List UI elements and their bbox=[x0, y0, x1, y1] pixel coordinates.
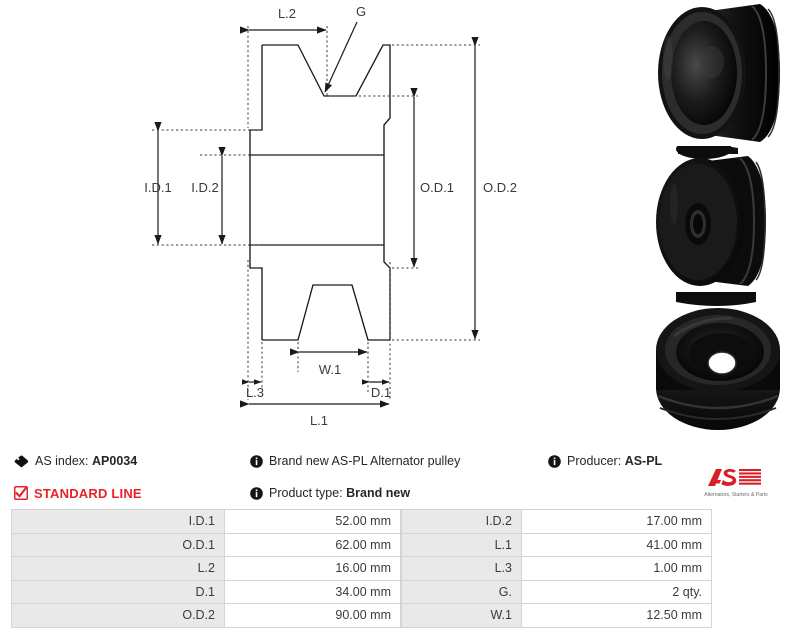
cross-section-svg: L.2 G I.D.1 I.D.2 O.D.1 O.D.2 W.1 L.3 D.… bbox=[144, 4, 517, 428]
spec-key: L.2 bbox=[11, 556, 225, 581]
spec-key: I.D.1 bbox=[11, 509, 225, 534]
spec-value: 16.00 mm bbox=[224, 556, 401, 581]
info-column-index: AS index: AP0034 STANDARD LINE bbox=[14, 440, 254, 504]
producer-value: AS-PL bbox=[624, 453, 663, 468]
dim-label-OD2: O.D.2 bbox=[483, 180, 517, 195]
product-photo-hub-side[interactable] bbox=[640, 146, 800, 292]
table-row: D.1 34.00 mm bbox=[11, 579, 401, 604]
spec-value: 34.00 mm bbox=[224, 579, 401, 604]
table-row: O.D.2 90.00 mm bbox=[11, 603, 401, 628]
as-index-value: AP0034 bbox=[92, 453, 138, 468]
dim-label-ID2: I.D.2 bbox=[191, 180, 218, 195]
spec-table-right: I.D.2 17.00 mm L.1 41.00 mm L.3 1.00 mm … bbox=[401, 509, 791, 628]
spec-key: D.1 bbox=[11, 579, 225, 604]
info-icon bbox=[548, 454, 561, 468]
dim-label-L2: L.2 bbox=[278, 6, 296, 21]
spec-key: L.1 bbox=[401, 532, 522, 557]
as-index-line: AS index: AP0034 bbox=[14, 450, 254, 472]
spec-value: 41.00 mm bbox=[521, 532, 712, 557]
spec-value: 12.50 mm bbox=[521, 603, 712, 628]
spec-spacer bbox=[711, 580, 791, 604]
product-description: Brand new AS-PL Alternator pulley bbox=[269, 453, 461, 468]
table-row: L.2 16.00 mm bbox=[11, 556, 401, 581]
producer-label: Producer: bbox=[567, 453, 622, 468]
description-line: Brand new AS-PL Alternator pulley bbox=[250, 450, 540, 472]
spec-value: 62.00 mm bbox=[224, 532, 401, 557]
dim-label-D1: D.1 bbox=[371, 385, 391, 400]
info-icon bbox=[250, 486, 263, 500]
table-row: W.1 12.50 mm bbox=[401, 603, 791, 628]
table-row: I.D.2 17.00 mm bbox=[401, 509, 791, 534]
dim-label-L3: L.3 bbox=[246, 385, 264, 400]
technical-drawing: L.2 G I.D.1 I.D.2 O.D.1 O.D.2 W.1 L.3 D.… bbox=[144, 4, 517, 428]
product-type-line: Product type: Brand new bbox=[250, 482, 540, 504]
info-icon bbox=[250, 454, 263, 468]
table-row: G. 2 qty. bbox=[401, 579, 791, 604]
table-row: L.1 41.00 mm bbox=[401, 532, 791, 557]
logo-tagline: Alternators, Starters & Parts bbox=[704, 492, 768, 498]
dim-label-ID1: I.D.1 bbox=[144, 180, 171, 195]
info-column-description: Brand new AS-PL Alternator pulley Produc… bbox=[250, 440, 540, 504]
as-index-label: AS index: bbox=[35, 453, 89, 468]
standard-line-label: STANDARD LINE bbox=[34, 485, 142, 501]
table-row: I.D.1 52.00 mm bbox=[11, 509, 401, 534]
spec-spacer bbox=[711, 533, 791, 557]
spec-value: 17.00 mm bbox=[521, 509, 712, 534]
checkbox-check-icon bbox=[14, 486, 28, 500]
spec-key: O.D.2 bbox=[11, 603, 225, 628]
dim-label-W1: W.1 bbox=[319, 362, 341, 377]
spec-value: 1.00 mm bbox=[521, 556, 712, 581]
spec-value: 90.00 mm bbox=[224, 603, 401, 628]
product-photo-angled[interactable] bbox=[640, 0, 800, 146]
spec-key: I.D.2 bbox=[401, 509, 522, 534]
product-type-value: Brand new bbox=[346, 485, 411, 500]
product-type-label: Product type: bbox=[269, 485, 343, 500]
spec-value: 52.00 mm bbox=[224, 509, 401, 534]
spec-key: O.D.1 bbox=[11, 532, 225, 557]
spec-value: 2 qty. bbox=[521, 579, 712, 604]
as-pl-logo: Alternators, Starters & Parts bbox=[688, 466, 784, 502]
spec-table-left: I.D.1 52.00 mm O.D.1 62.00 mm L.2 16.00 … bbox=[11, 509, 401, 628]
spec-spacer bbox=[711, 556, 791, 580]
dim-label-OD1: O.D.1 bbox=[420, 180, 454, 195]
spec-key: G. bbox=[401, 579, 522, 604]
dim-label-L1: L.1 bbox=[310, 413, 328, 428]
product-info-row: AS index: AP0034 STANDARD LINE bbox=[0, 440, 800, 508]
product-visual-area: L.2 G I.D.1 I.D.2 O.D.1 O.D.2 W.1 L.3 D.… bbox=[144, 0, 800, 440]
tag-icon bbox=[14, 455, 29, 468]
spec-key: W.1 bbox=[401, 603, 522, 628]
info-column-producer: Producer: AS-PL bbox=[548, 440, 792, 498]
product-photo-bore-top[interactable] bbox=[640, 292, 800, 438]
product-photo-strip bbox=[640, 0, 800, 440]
spec-spacer bbox=[711, 603, 791, 627]
spec-spacer bbox=[711, 509, 791, 533]
standard-line-badge: STANDARD LINE bbox=[14, 482, 254, 504]
specification-tables: I.D.1 52.00 mm O.D.1 62.00 mm L.2 16.00 … bbox=[11, 509, 791, 628]
producer-line: Producer: AS-PL bbox=[548, 450, 792, 472]
table-row: O.D.1 62.00 mm bbox=[11, 532, 401, 557]
dim-label-G: G bbox=[356, 4, 366, 19]
table-row: L.3 1.00 mm bbox=[401, 556, 791, 581]
spec-key: L.3 bbox=[401, 556, 522, 581]
